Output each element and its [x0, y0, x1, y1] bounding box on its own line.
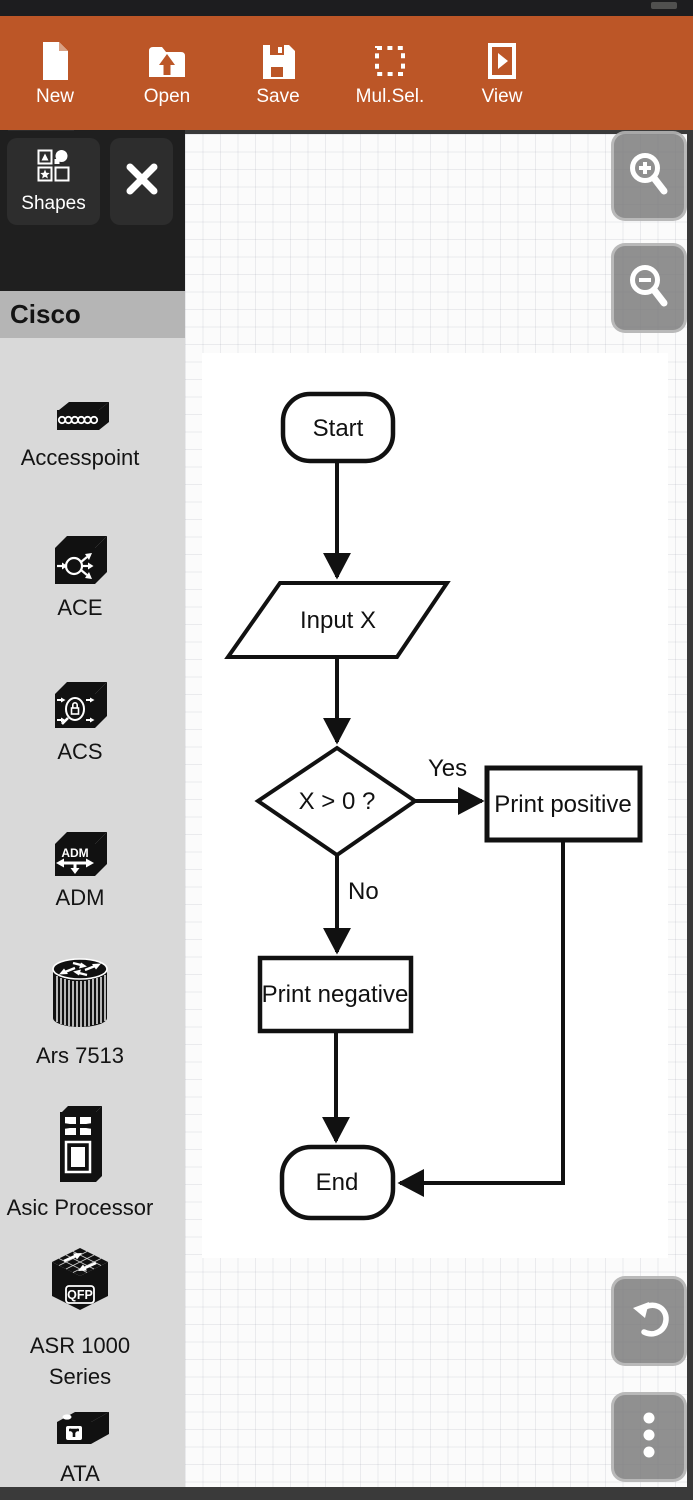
shapes-button-label: Shapes — [21, 192, 86, 214]
new-file-icon — [40, 40, 70, 82]
cisco-acs-icon — [49, 678, 111, 737]
more-menu-button[interactable] — [611, 1392, 687, 1482]
edge-label-yes: Yes — [428, 755, 467, 782]
shape-item-adm[interactable]: ADM ADM — [0, 830, 160, 914]
node-label: X > 0 ? — [299, 788, 376, 815]
shapes-button[interactable]: Shapes — [7, 138, 100, 225]
node-end[interactable]: End — [279, 1144, 396, 1221]
shape-item-asr-1000-series[interactable]: QFP ASR 1000 Series — [0, 1246, 160, 1393]
shape-item-ace[interactable]: ACE — [0, 532, 160, 624]
multi-select-icon — [374, 40, 406, 82]
more-vertical-icon — [627, 1407, 671, 1468]
cisco-asr-1000-series-icon: QFP — [48, 1246, 112, 1331]
status-bar — [0, 0, 693, 16]
shape-item-label: ATA — [60, 1461, 100, 1486]
shape-item-ata[interactable]: ATA — [0, 1408, 160, 1487]
undo-icon — [625, 1295, 673, 1348]
svg-text:ADM: ADM — [61, 846, 88, 860]
toolbar-item-label: New — [35, 86, 74, 107]
shape-item-label: ACS — [57, 739, 103, 764]
close-icon — [121, 158, 163, 205]
close-sidebar-button[interactable] — [110, 138, 173, 225]
node-label: Input X — [300, 607, 376, 634]
zoom-out-button[interactable] — [611, 243, 687, 333]
zoom-in-button[interactable] — [611, 131, 687, 221]
edge-label-no: No — [348, 878, 379, 905]
cisco-ata-icon — [47, 1408, 113, 1459]
toolbar-item-label: Open — [143, 86, 191, 107]
cisco-accesspoint-icon — [49, 400, 111, 443]
shape-item-accesspoint[interactable]: Accesspoint — [0, 400, 160, 474]
cisco-ars-7513-icon — [47, 956, 113, 1041]
shape-item-label: Accesspoint — [20, 445, 140, 470]
node-label: Start — [313, 415, 364, 442]
save-button[interactable]: Save — [230, 16, 326, 130]
toolbar-item-label: View — [481, 86, 523, 107]
toolbar-item-label: Save — [256, 86, 300, 107]
flowchart: Yes No Start Input X X > 0 ? Print posit… — [224, 391, 643, 1221]
cisco-adm-icon: ADM — [49, 830, 111, 883]
undo-button[interactable] — [611, 1276, 687, 1366]
edge-printpositive-end[interactable] — [397, 840, 565, 1197]
node-label: End — [316, 1169, 359, 1196]
node-label: Print negative — [262, 981, 409, 1008]
canvas-right-edge — [687, 130, 693, 1487]
shapes-sidebar: Shapes Cisco — [0, 130, 185, 1487]
shape-item-asic-processor[interactable]: Asic Processor — [0, 1104, 160, 1224]
shape-item-label: Asic Processor — [6, 1195, 154, 1220]
battery-icon — [651, 2, 677, 9]
node-label: Print positive — [494, 791, 631, 818]
shape-item-label: ADM — [55, 885, 105, 910]
save-icon — [261, 40, 295, 82]
cisco-ace-icon — [49, 532, 111, 593]
diagram-page[interactable]: Yes No Start Input X X > 0 ? Print posit… — [202, 353, 668, 1258]
multi-select-button[interactable]: Mul.Sel. — [342, 16, 438, 130]
shape-item-label: Ars 7513 — [35, 1043, 125, 1068]
sidebar-header: Shapes — [0, 130, 185, 291]
view-icon — [488, 40, 516, 82]
open-file-icon — [147, 40, 187, 82]
open-button[interactable]: Open — [119, 16, 215, 130]
category-header-cisco[interactable]: Cisco — [0, 291, 185, 338]
view-button[interactable]: View — [454, 16, 550, 130]
shape-item-label: ACE — [57, 595, 103, 620]
shape-item-label: ASR 1000 Series — [29, 1333, 131, 1389]
shape-item-acs[interactable]: ACS — [0, 678, 160, 768]
svg-text:QFP: QFP — [67, 1288, 93, 1302]
zoom-out-icon — [626, 262, 672, 315]
bottom-edge-bar — [0, 1487, 693, 1500]
node-decision[interactable]: X > 0 ? — [254, 745, 419, 858]
toolbar: New Open Save — [0, 16, 693, 130]
cisco-asic-processor-icon — [56, 1104, 104, 1193]
toolbar-item-label: Mul.Sel. — [355, 86, 425, 107]
shapes-grid-icon — [37, 149, 70, 187]
node-print-negative[interactable]: Print negative — [257, 955, 414, 1034]
node-start[interactable]: Start — [280, 391, 396, 464]
node-input-x[interactable]: Input X — [224, 581, 451, 659]
node-print-positive[interactable]: Print positive — [484, 765, 643, 843]
shape-item-ars-7513[interactable]: Ars 7513 — [0, 956, 160, 1072]
zoom-in-icon — [626, 150, 672, 203]
new-button[interactable]: New — [7, 16, 103, 130]
